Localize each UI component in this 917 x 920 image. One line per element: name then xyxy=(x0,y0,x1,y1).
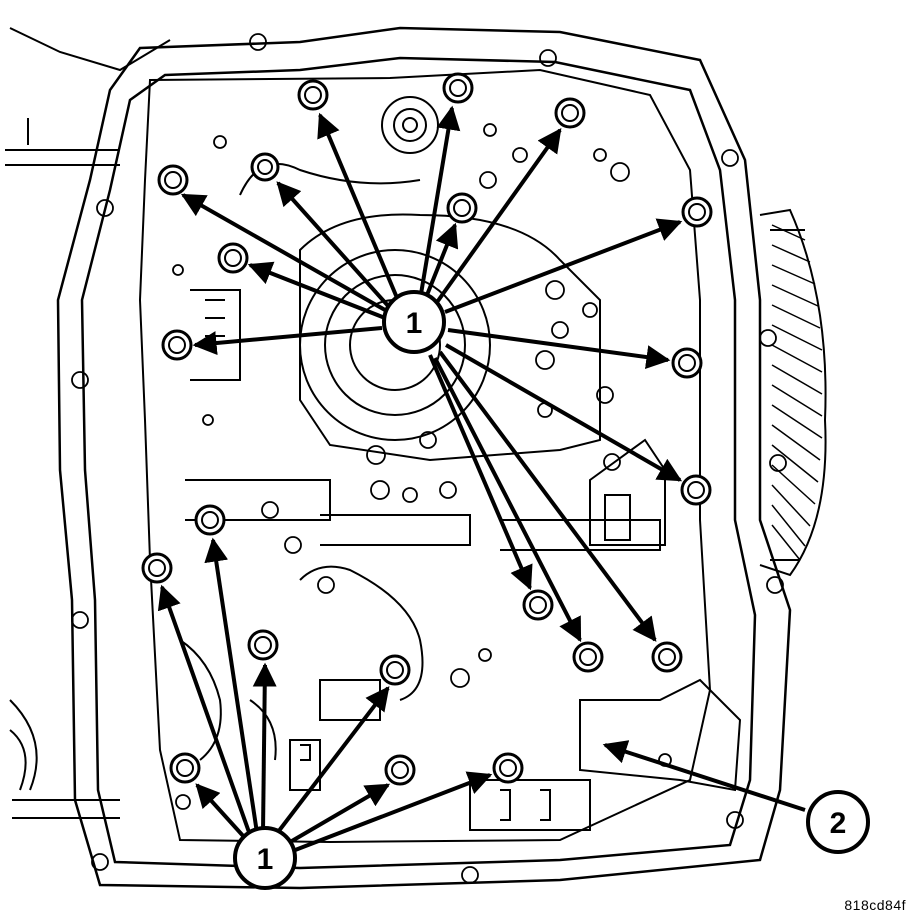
bolt-19 xyxy=(169,752,201,784)
bolt-2 xyxy=(442,72,474,104)
callout-upper: 1 xyxy=(382,290,446,354)
bolt-16 xyxy=(572,641,604,673)
bolt-18 xyxy=(379,654,411,686)
bolt-heads xyxy=(148,79,706,779)
bolt-6 xyxy=(446,192,478,224)
transmission-case xyxy=(5,27,827,819)
gear-teeth xyxy=(771,224,823,561)
callout-gasket: 2 xyxy=(806,790,870,854)
case-holes xyxy=(71,33,787,884)
bolt-11 xyxy=(680,474,712,506)
bolt-14 xyxy=(522,589,554,621)
callout-lower: 1 xyxy=(233,826,297,890)
bolt-7 xyxy=(681,196,713,228)
bolt-21 xyxy=(492,752,524,784)
bolt-20 xyxy=(384,754,416,786)
pan-flange xyxy=(56,26,792,890)
bolt-10 xyxy=(671,347,703,379)
callout-lower-label: 1 xyxy=(257,843,274,876)
bolt-15 xyxy=(247,629,279,661)
upper-leader-arrows xyxy=(180,105,683,643)
bolt-9 xyxy=(161,329,193,361)
bolt-17 xyxy=(651,641,683,673)
bolt-12 xyxy=(194,504,226,536)
gasket-leader-arrow xyxy=(602,740,806,812)
callout-gasket-label: 2 xyxy=(830,807,847,840)
bolt-3 xyxy=(554,97,586,129)
bolt-5 xyxy=(250,152,280,182)
bolts xyxy=(141,72,713,786)
figure-code: 818cd84f xyxy=(844,897,906,913)
bolt-8 xyxy=(217,242,249,274)
bolt-13 xyxy=(141,552,173,584)
bolt-4 xyxy=(157,164,189,196)
callout-upper-label: 1 xyxy=(406,307,423,340)
lower-leader-arrows xyxy=(157,537,493,854)
bolt-1 xyxy=(297,79,329,111)
